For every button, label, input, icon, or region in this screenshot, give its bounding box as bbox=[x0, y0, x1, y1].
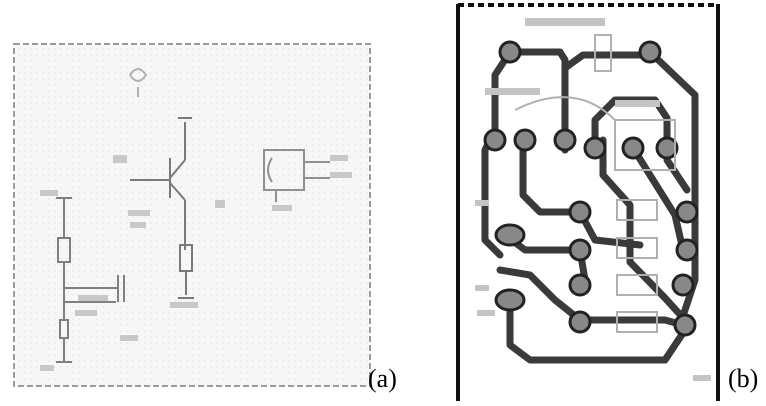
silkscreen-outlines bbox=[514, 34, 676, 333]
panel-a-caption: (a) bbox=[368, 364, 397, 393]
emitter-resistor bbox=[178, 244, 194, 299]
copper-traces bbox=[481, 48, 699, 364]
schematic-panel bbox=[10, 40, 374, 390]
input-network bbox=[56, 197, 125, 363]
schematic-sheet bbox=[13, 43, 371, 387]
output-connector bbox=[263, 149, 330, 202]
schematic-diagram bbox=[13, 43, 371, 387]
pcb-pads bbox=[483, 40, 699, 337]
pcb-layout-panel bbox=[455, 0, 725, 401]
component-label-marks bbox=[40, 155, 352, 371]
transistor-symbol bbox=[130, 117, 192, 250]
top-symbol bbox=[129, 68, 148, 97]
silkscreen-label-marks bbox=[475, 18, 711, 381]
pcb-layout-diagram bbox=[456, 3, 720, 401]
panel-b-caption: (b) bbox=[728, 364, 759, 393]
